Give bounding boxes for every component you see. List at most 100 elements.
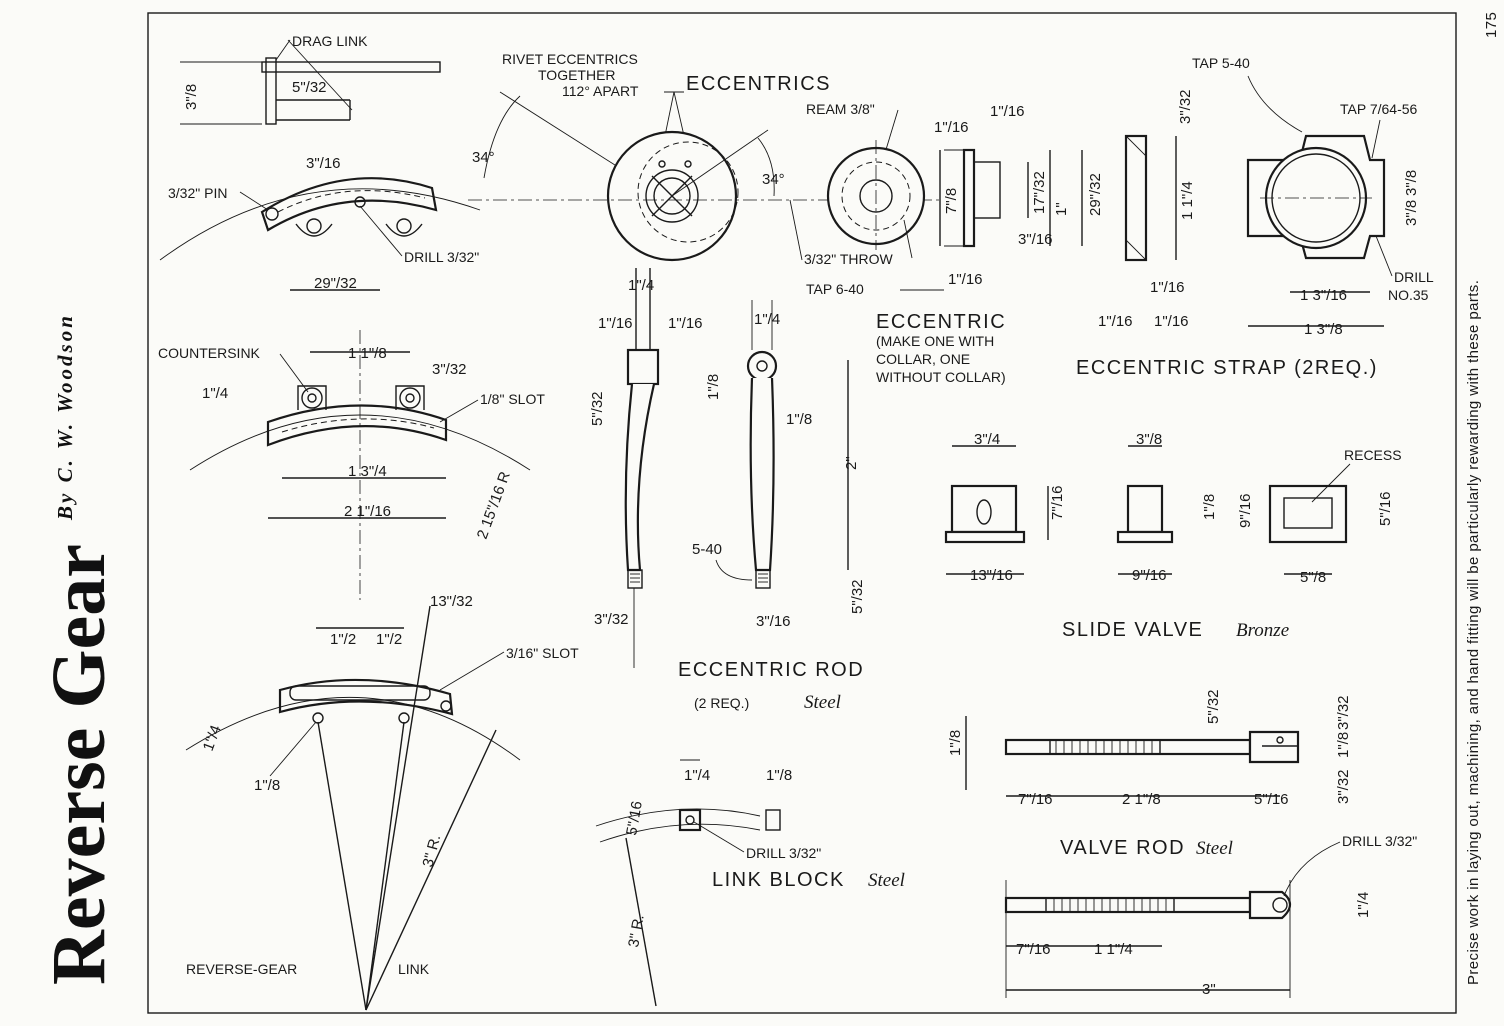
slide-valve-label: SLIDE VALVE bbox=[1062, 619, 1203, 641]
tap-5-40-label: TAP 5-40 bbox=[1192, 55, 1250, 71]
ecc-1-16-top-a: 1"/16 bbox=[934, 119, 969, 136]
ecc-1-16-bot: 1"/16 bbox=[948, 271, 983, 288]
vr-2-1-8: 2 1"/8 bbox=[1122, 791, 1161, 808]
rod-3-32: 3"/32 bbox=[594, 611, 629, 628]
valve-rod-label: VALVE ROD bbox=[1060, 837, 1185, 859]
ecc-1-16-top-b: 1"/16 bbox=[990, 103, 1025, 120]
eccentric-rod-material: Steel bbox=[804, 692, 841, 713]
recess-label: RECESS bbox=[1344, 447, 1402, 463]
tap-6-40-label: TAP 6-40 bbox=[806, 281, 864, 297]
link-block-group: 1"/4 1"/8 5"/16 DRILL 3/32" 3" R. LINK B… bbox=[595, 759, 905, 1007]
lb-5-16: 5"/16 bbox=[623, 800, 646, 837]
dim-2-1-16: 2 1"/16 bbox=[344, 503, 391, 520]
angle-34-b: 34° bbox=[762, 171, 785, 188]
vr-5-16: 5"/16 bbox=[1254, 791, 1289, 808]
eccentric-rod-label: ECCENTRIC ROD bbox=[678, 659, 864, 681]
ecc-29-32: 29"/32 bbox=[1087, 173, 1104, 216]
link-block-label: LINK BLOCK bbox=[712, 869, 845, 891]
drill-35-label-a: DRILL bbox=[1394, 269, 1434, 285]
side-note: Precise work in laying out, machining, a… bbox=[1465, 280, 1482, 985]
tap-7-64-label: TAP 7/64-56 bbox=[1340, 101, 1418, 117]
strap-3-8-b: 3"/8 bbox=[1403, 200, 1420, 226]
countersink-label: COUNTERSINK bbox=[158, 345, 261, 361]
rod-1-4-eye: 1"/4 bbox=[754, 311, 780, 328]
eccentric-label: ECCENTRIC bbox=[876, 311, 1006, 333]
rod-1-16-left: 1"/16 bbox=[598, 315, 633, 332]
dim-1-1-8: 1 1"/8 bbox=[348, 345, 387, 362]
eccentric-note-2: COLLAR, ONE bbox=[876, 351, 970, 367]
strap-1-3-16: 1 3"/16 bbox=[1300, 287, 1347, 304]
dim-3-16-top: 3"/16 bbox=[306, 155, 341, 172]
drill-35-label-b: NO.35 bbox=[1388, 287, 1429, 303]
dim-13-32: 13"/32 bbox=[430, 593, 473, 610]
ecc-3-16: 3"/16 bbox=[1018, 231, 1053, 248]
eccentrics-group: RIVET ECCENTRICS TOGETHER 112° APART ECC… bbox=[468, 51, 940, 262]
dim-3R-left: 3" R. bbox=[419, 833, 444, 869]
page-number: 175 bbox=[1483, 12, 1500, 38]
drill-top-label: DRILL 3/32" bbox=[404, 249, 479, 265]
sv-1-8: 1"/8 bbox=[1201, 494, 1218, 520]
ecc-17-32: 17"/32 bbox=[1031, 171, 1048, 214]
ecc-1: 1" bbox=[1053, 202, 1070, 216]
ecc-7-8: 7"/8 bbox=[943, 188, 960, 214]
reverse-gear-label: REVERSE-GEAR bbox=[186, 961, 297, 977]
slot-3-16-label: 3/16" SLOT bbox=[506, 645, 579, 661]
drag-link-group: DRAG LINK 3"/8 5"/32 3"/16 3/32" PIN DRI… bbox=[159, 33, 481, 292]
dim-1-2-b: 1"/2 bbox=[376, 631, 402, 648]
ream-label: REAM 3/8" bbox=[806, 101, 875, 117]
vr-1-1-4: 1 1"/4 bbox=[1094, 941, 1133, 958]
dim-2-15-16R: 2 15"/16 R bbox=[474, 469, 514, 541]
strap-1-16-a: 1"/16 bbox=[1150, 279, 1185, 296]
sv-13-16: 13"/16 bbox=[970, 567, 1013, 584]
throw-label: 3/32" THROW bbox=[804, 251, 894, 267]
sv-7-16: 7"/16 bbox=[1049, 485, 1066, 520]
vr-7-16: 7"/16 bbox=[1018, 791, 1053, 808]
rivet-label-2: TOGETHER bbox=[538, 67, 616, 83]
slide-valve-group: 3"/4 13"/16 7"/16 3"/8 9"/16 1"/8 RECESS… bbox=[944, 431, 1402, 641]
dim-5-32-top: 5"/32 bbox=[292, 79, 327, 96]
strap-1-32: 3"/32 bbox=[1177, 89, 1194, 124]
dim-1-4-mid: 1"/4 bbox=[202, 385, 228, 402]
rod-3-16: 3"/16 bbox=[756, 613, 791, 630]
drag-link-label: DRAG LINK bbox=[292, 33, 368, 49]
vr-3-32-a: 3"/32 bbox=[1335, 695, 1352, 730]
vr-5-32: 5"/32 bbox=[1205, 689, 1222, 724]
drill-block-label: DRILL 3/32" bbox=[746, 845, 821, 861]
strap-1-16-c: 1"/16 bbox=[1154, 313, 1189, 330]
strap-1-16-b: 1"/16 bbox=[1098, 313, 1133, 330]
eccentric-rod-group: 1"/4 1"/16 1"/16 5"/32 3"/32 1"/4 1"/8 1… bbox=[589, 268, 866, 713]
strap-1-1-4: 1 1"/4 bbox=[1179, 181, 1196, 220]
valve-rod-thread-2 bbox=[1045, 897, 1175, 913]
rod-1-16-right: 1"/16 bbox=[668, 315, 703, 332]
dim-3-32-mid: 3"/32 bbox=[432, 361, 467, 378]
strap-label: ECCENTRIC STRAP (2REQ.) bbox=[1076, 357, 1378, 379]
slot-1-8-label: 1/8" SLOT bbox=[480, 391, 545, 407]
dim-1-4-bot: 1"/4 bbox=[200, 723, 225, 753]
reverse-gear-link-group: 1"/2 1"/2 13"/32 3/16" SLOT 1"/4 1"/8 3"… bbox=[185, 593, 579, 1011]
rod-2: 2" bbox=[843, 456, 860, 470]
drawing-border bbox=[147, 12, 1457, 1014]
rod-5-32-bot: 5"/32 bbox=[849, 579, 866, 614]
eccentric-strap-group: 1 1"/4 3"/32 1"/16 1"/16 1"/16 TAP 5-40 … bbox=[1076, 55, 1434, 379]
sv-3-4: 3"/4 bbox=[974, 431, 1000, 448]
vr-3-32-b: 3"/32 bbox=[1335, 769, 1352, 804]
eccentric-note-3: WITHOUT COLLAR) bbox=[876, 369, 1006, 385]
dim-1-3-4: 1 3"/4 bbox=[348, 463, 387, 480]
strap-3-8-a: 3"/8 bbox=[1403, 170, 1420, 196]
link-label: LINK bbox=[398, 961, 430, 977]
valve-rod-thread bbox=[1049, 739, 1161, 755]
vr-1-8-b: 1"/8 bbox=[1335, 732, 1352, 758]
angle-34-a: 34° bbox=[472, 149, 495, 166]
dim-3-8-top: 3"/8 bbox=[183, 84, 200, 110]
thread-5-40: 5-40 bbox=[692, 541, 722, 558]
vr-1-4: 1"/4 bbox=[1355, 892, 1372, 918]
valve-rod-group: 1"/8 5"/32 3"/32 1"/8 3"/32 7"/16 2 1"/8… bbox=[947, 689, 1417, 998]
pin-label: 3/32" PIN bbox=[168, 185, 227, 201]
lb-3R: 3" R. bbox=[625, 913, 647, 948]
drill-valve-label: DRILL 3/32" bbox=[1342, 833, 1417, 849]
valve-rod-material: Steel bbox=[1196, 838, 1233, 859]
strap-1-3-8: 1 3"/8 bbox=[1304, 321, 1343, 338]
link-middle-group: 1 1"/8 3"/32 COUNTERSINK 1"/4 1/8" SLOT … bbox=[158, 330, 545, 600]
